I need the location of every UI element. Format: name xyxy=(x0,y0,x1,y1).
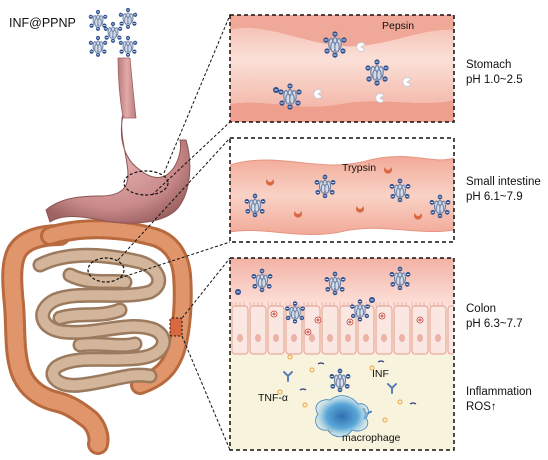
esophagus xyxy=(117,57,137,119)
trypsin-label: Trypsin xyxy=(342,162,377,174)
colon-zoom-marker xyxy=(169,317,183,337)
stomach-ph-label: pH 1.0~2.5 xyxy=(466,74,523,86)
stomach-zoom-circle xyxy=(123,170,169,196)
small-intestine xyxy=(32,247,171,393)
nanoparticle-cluster-icon xyxy=(88,7,138,58)
panel-stomach xyxy=(229,14,455,123)
inf-label: INF xyxy=(372,368,389,380)
small-intestine-ph-label: pH 6.1~7.9 xyxy=(466,191,523,203)
small-intestine-zoom-circle xyxy=(87,257,125,283)
title-label: INF@PPNP xyxy=(9,16,76,30)
inflammation-label: Inflammation xyxy=(466,386,532,398)
stomach xyxy=(45,114,191,224)
panel-small-intestine xyxy=(229,137,455,243)
zoom-connectors xyxy=(117,14,231,451)
gi-tract-illustration xyxy=(1,7,193,455)
colon-ph-label: pH 6.3~7.7 xyxy=(466,318,523,330)
colon-region-label: Colon xyxy=(466,303,497,315)
macrophage-cell xyxy=(315,395,369,438)
large-intestine xyxy=(1,219,193,455)
ros-label: ROS↑ xyxy=(466,401,497,413)
tnf-alpha-label: TNF-α xyxy=(258,392,288,404)
macrophage-label: macrophage xyxy=(342,432,401,444)
stomach-region-label: Stomach xyxy=(466,59,512,71)
pepsin-label: Pepsin xyxy=(382,20,415,32)
epithelial-cell-layer xyxy=(231,305,454,355)
small-intestine-region-label: Small intestine xyxy=(466,176,541,188)
panel-colon xyxy=(229,257,455,451)
